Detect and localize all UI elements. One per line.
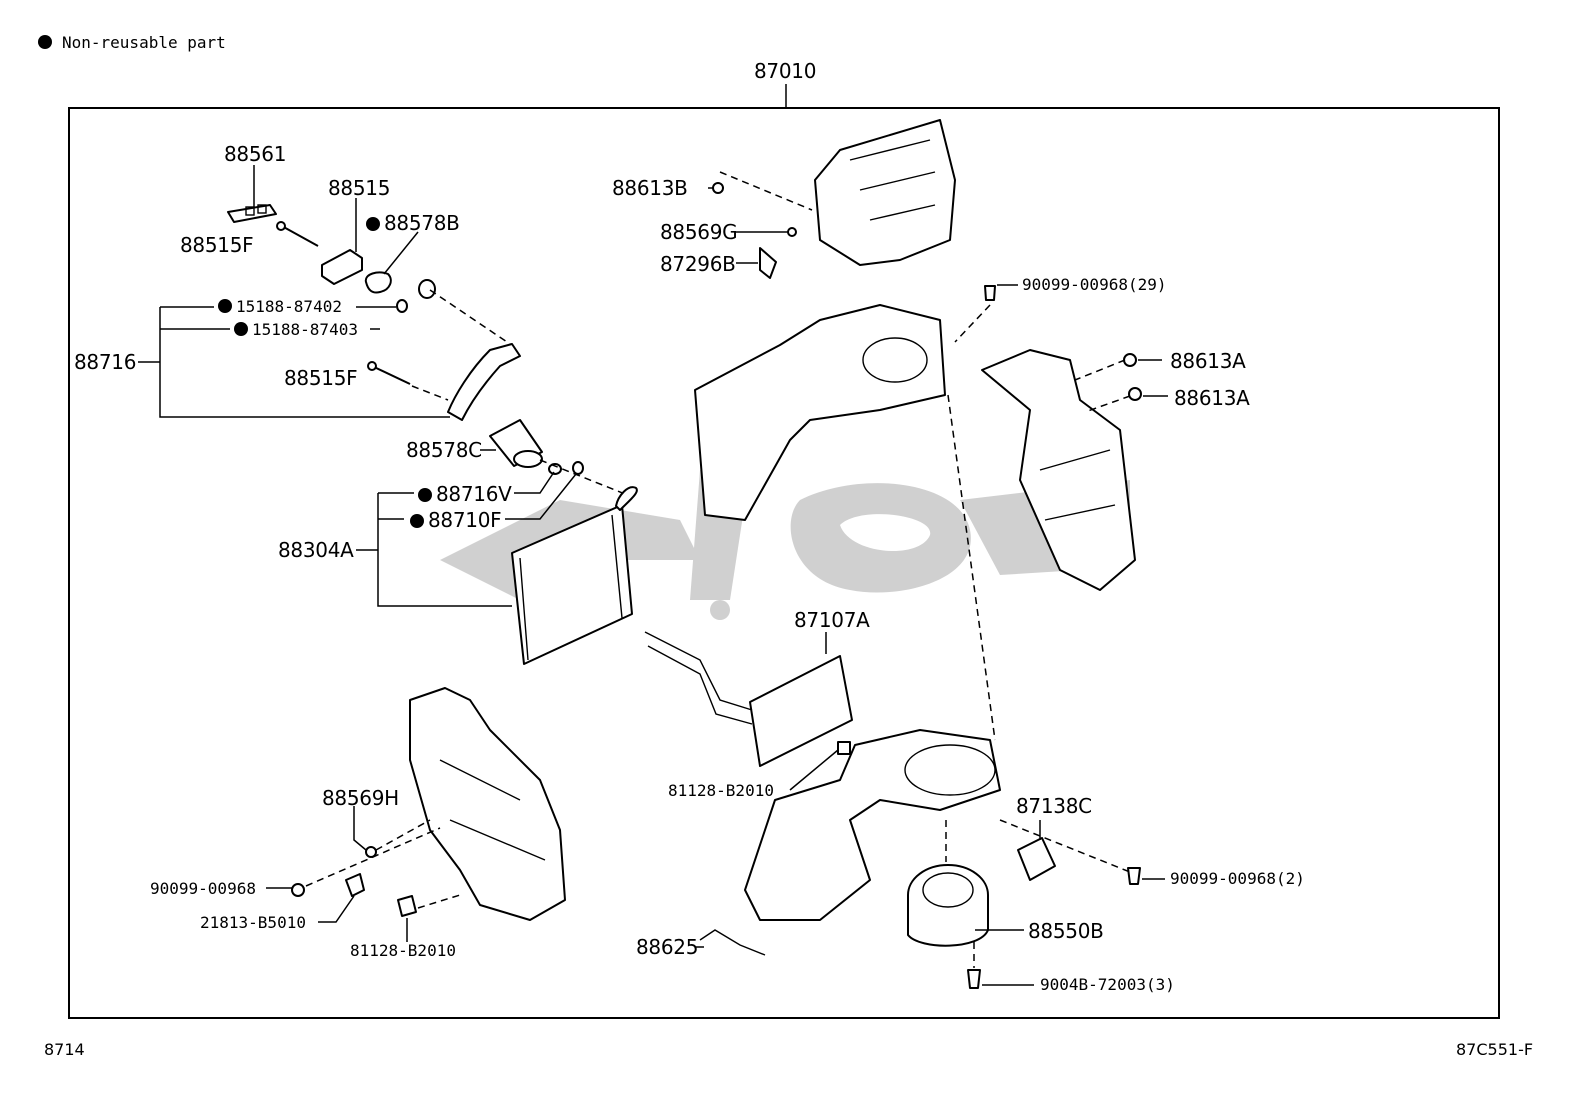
- gasket-88710F: [572, 461, 584, 475]
- part-88578C-cylinder: [489, 419, 543, 468]
- part-81128-B2010-clip-a: [837, 741, 851, 755]
- non-reusable-dot-icon: [410, 514, 424, 528]
- label-88561: 88561: [224, 142, 287, 166]
- part-88716-pipe: [447, 343, 521, 421]
- screw-90099-00968: [291, 883, 305, 897]
- assembly-label-87010: 87010: [754, 59, 817, 83]
- assembly-frame: [68, 107, 1500, 1019]
- screw-88613B: [712, 182, 724, 194]
- part-mid-case: [694, 304, 946, 521]
- filled-circle-icon: [38, 35, 52, 49]
- label-87107A: 87107A: [794, 608, 870, 632]
- label-88515: 88515: [328, 176, 391, 200]
- legend-text: Non-reusable part: [62, 33, 226, 52]
- part-left-case: [409, 687, 566, 921]
- part-88515F-bolt-b: [367, 361, 411, 385]
- screw-90099-00968-29: [984, 285, 996, 301]
- non-reusable-dot-icon: [234, 322, 248, 336]
- non-reusable-dot-icon: [218, 299, 232, 313]
- screw-9004B-72003: [967, 969, 981, 989]
- clip-88569H: [365, 846, 377, 858]
- label-88710F: 88710F: [410, 510, 502, 530]
- label-87296B: 87296B: [660, 252, 736, 276]
- label-90099-00968-2: 90099-00968(2): [1170, 869, 1305, 888]
- label-88569G: 88569G: [660, 220, 738, 244]
- part-lower-blower-case: [744, 729, 1001, 921]
- label-90099-00968-29: 90099-00968(29): [1022, 275, 1167, 294]
- sensor-87296B: [759, 247, 777, 279]
- label-88613A-a: 88613A: [1170, 349, 1246, 373]
- part-88515F-bolt-a: [276, 221, 319, 247]
- label-88613A-b: 88613A: [1174, 386, 1250, 410]
- label-90099-00968: 90099-00968: [150, 879, 256, 898]
- part-88550B-blower-motor: [907, 864, 989, 947]
- non-reusable-dot-icon: [418, 488, 432, 502]
- label-88625: 88625: [636, 935, 699, 959]
- label-88578B: 88578B: [366, 213, 460, 233]
- part-88304A-evaporator: [511, 486, 638, 665]
- label-88716: 88716: [74, 350, 137, 374]
- o-ring-15188-87402: [418, 279, 436, 299]
- label-15188-87402: 15188-87402: [218, 298, 342, 316]
- footer-left-code: 8714: [44, 1040, 85, 1059]
- label-81128-B2010-b: 81128-B2010: [350, 941, 456, 960]
- screw-88613A-b: [1128, 387, 1142, 401]
- label-9004B-72003-3: 9004B-72003(3): [1040, 975, 1175, 994]
- o-ring-15188-87403: [396, 299, 408, 313]
- screw-88569G: [787, 227, 797, 237]
- part-87107A-heater-core: [644, 631, 853, 767]
- label-88304A: 88304A: [278, 538, 354, 562]
- label-88578C: 88578C: [406, 438, 482, 462]
- label-88515F-b: 88515F: [284, 366, 358, 390]
- part-88625-sensor: [699, 929, 766, 956]
- label-81128-B2010-a: 81128-B2010: [668, 781, 774, 800]
- part-87138C-resistor: [1017, 837, 1056, 881]
- screw-88613A-a: [1123, 353, 1137, 367]
- part-88515: [321, 249, 363, 285]
- part-right-duct: [981, 349, 1136, 591]
- part-81128-B2010-clip-b: [397, 895, 417, 917]
- screw-90099-00968-2: [1127, 867, 1141, 885]
- label-88613B: 88613B: [612, 176, 688, 200]
- part-88561: [227, 204, 277, 223]
- gasket-88716V: [548, 463, 562, 475]
- legend: Non-reusable part: [38, 34, 226, 52]
- label-88569H: 88569H: [322, 786, 399, 810]
- label-88716V: 88716V: [418, 484, 512, 504]
- non-reusable-dot-icon: [366, 217, 380, 231]
- part-upper-case: [814, 119, 956, 266]
- footer-right-code: 87C551-F: [1456, 1040, 1534, 1059]
- part-88578B: [364, 271, 392, 294]
- label-21813-B5010: 21813-B5010: [200, 913, 306, 932]
- label-15188-87403: 15188-87403: [234, 321, 358, 339]
- label-88550B: 88550B: [1028, 919, 1104, 943]
- part-21813-B5010: [345, 873, 365, 897]
- label-88515F-a: 88515F: [180, 233, 254, 257]
- label-87138C: 87138C: [1016, 794, 1092, 818]
